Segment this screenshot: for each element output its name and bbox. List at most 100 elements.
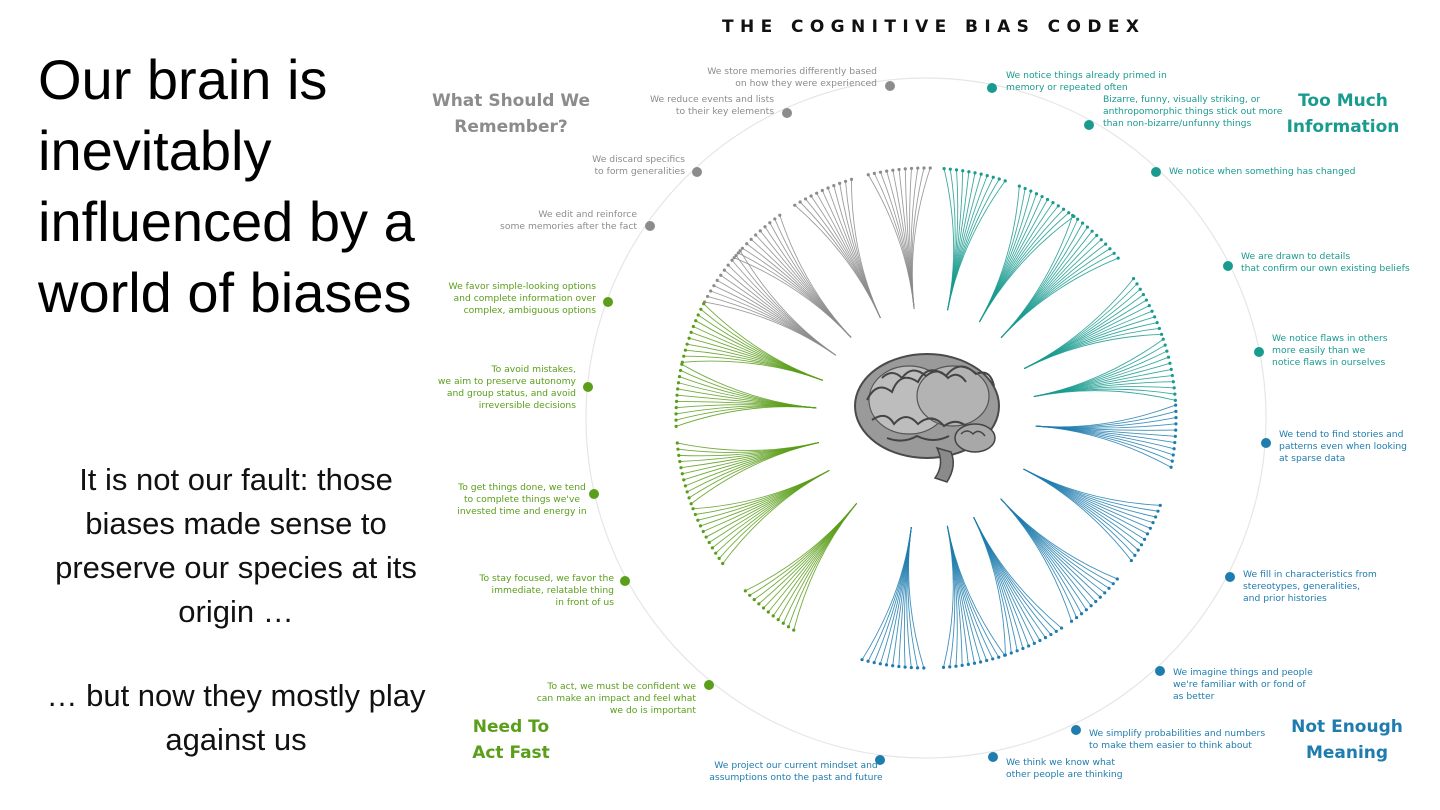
bias-leaf <box>1099 596 1102 599</box>
bias-leaf <box>973 171 976 174</box>
bias-leaf <box>674 412 677 415</box>
bias-leaf <box>1146 532 1149 535</box>
bias-leaf <box>1035 192 1038 195</box>
bias-leaf <box>705 535 708 538</box>
bias-branch <box>979 213 1068 322</box>
bias-leaf <box>757 602 760 605</box>
bias-leaf <box>677 381 680 384</box>
bias-leaf <box>1143 538 1146 541</box>
bias-leaf <box>815 192 818 195</box>
bias-leaf <box>1158 327 1161 330</box>
bias-leaf <box>1004 653 1007 656</box>
bias-branch <box>695 470 829 514</box>
bias-leaf <box>694 319 697 322</box>
bias-leaf <box>762 606 765 609</box>
bias-branch <box>676 406 816 420</box>
bias-leaf <box>741 247 744 250</box>
bias-leaf <box>1116 577 1119 580</box>
bias-leaf <box>1080 612 1083 615</box>
bias-leaf <box>799 200 802 203</box>
bias-leaf <box>1174 435 1177 438</box>
bias-leaf <box>1113 252 1116 255</box>
bias-leaf <box>1075 616 1078 619</box>
bias-leaf <box>1033 642 1036 645</box>
bias-leaf <box>860 658 863 661</box>
bias-leaf <box>1018 184 1021 187</box>
category-dot <box>692 167 702 177</box>
bias-leaf <box>838 182 841 185</box>
category-dot <box>1151 167 1161 177</box>
category-dot <box>1261 438 1271 448</box>
bias-branch <box>795 205 881 318</box>
bias-leaf <box>867 660 870 663</box>
bias-leaf <box>1156 321 1159 324</box>
bias-leaf <box>1172 447 1175 450</box>
category-label: We tend to find stories and patterns eve… <box>1279 429 1407 465</box>
bias-leaf <box>1010 651 1013 654</box>
bias-leaf <box>1029 189 1032 192</box>
bias-branch <box>719 470 829 558</box>
bias-leaf <box>1145 298 1148 301</box>
bias-branch <box>685 350 822 380</box>
bias-leaf <box>873 661 876 664</box>
bias-leaf <box>719 274 722 277</box>
bias-leaf <box>922 666 925 669</box>
bias-leaf <box>744 589 747 592</box>
bias-leaf <box>1174 399 1177 402</box>
bias-leaf <box>1049 633 1052 636</box>
bias-leaf <box>1130 559 1133 562</box>
bias-leaf <box>675 400 678 403</box>
bias-leaf <box>679 369 682 372</box>
bias-branch <box>679 443 819 456</box>
bias-branch <box>851 179 880 318</box>
bias-leaf <box>826 186 829 189</box>
bias-leaf <box>699 308 702 311</box>
bias-leaf <box>867 173 870 176</box>
quadrant-title-need-to-act-fast: Need To Act Fast <box>446 714 576 766</box>
bias-leaf <box>680 363 683 366</box>
bias-leaf <box>1174 428 1177 431</box>
codex-title: THE COGNITIVE BIAS CODEX <box>722 17 1145 37</box>
bias-leaf <box>809 194 812 197</box>
bias-leaf <box>787 625 790 628</box>
category-dot <box>988 752 998 762</box>
category-dot <box>1223 261 1233 271</box>
bias-leaf <box>691 507 694 510</box>
bias-branch <box>1024 323 1157 369</box>
bias-leaf <box>1103 591 1106 594</box>
bias-leaf <box>1108 247 1111 250</box>
bias-branch <box>676 407 816 427</box>
category-label: We project our current mindset and assum… <box>708 760 884 784</box>
category-label: We notice flaws in others more easily th… <box>1272 333 1388 369</box>
bias-branch <box>909 527 924 668</box>
bias-leaf <box>684 349 687 352</box>
bias-leaf <box>985 659 988 662</box>
bias-branch <box>1001 258 1118 338</box>
bias-leaf <box>922 166 925 169</box>
bias-leaf <box>891 169 894 172</box>
category-label: We favor simple-looking options and comp… <box>449 281 596 317</box>
bias-leaf <box>1057 204 1060 207</box>
bias-leaf <box>1062 208 1065 211</box>
category-dot <box>704 680 714 690</box>
bias-leaf <box>759 229 762 232</box>
bias-leaf <box>1167 356 1170 359</box>
bias-leaf <box>1165 350 1168 353</box>
bias-leaf <box>1160 333 1163 336</box>
bias-leaf <box>967 170 970 173</box>
bias-leaf <box>1159 504 1162 507</box>
bias-leaf <box>1133 554 1136 557</box>
bias-leaf <box>773 217 776 220</box>
bias-leaf <box>727 264 730 267</box>
bias-leaf <box>821 189 824 192</box>
bias-leaf <box>1170 368 1173 371</box>
bias-branch <box>974 517 1062 628</box>
bias-leaf <box>718 557 721 560</box>
bias-leaf <box>961 664 964 667</box>
bias-leaf <box>1107 587 1110 590</box>
bias-leaf <box>753 598 756 601</box>
bias-leaf <box>1072 215 1075 218</box>
bias-branch <box>1001 499 1082 614</box>
bias-leaf <box>1081 222 1084 225</box>
category-label: We discard specifics to form generalitie… <box>592 154 685 178</box>
